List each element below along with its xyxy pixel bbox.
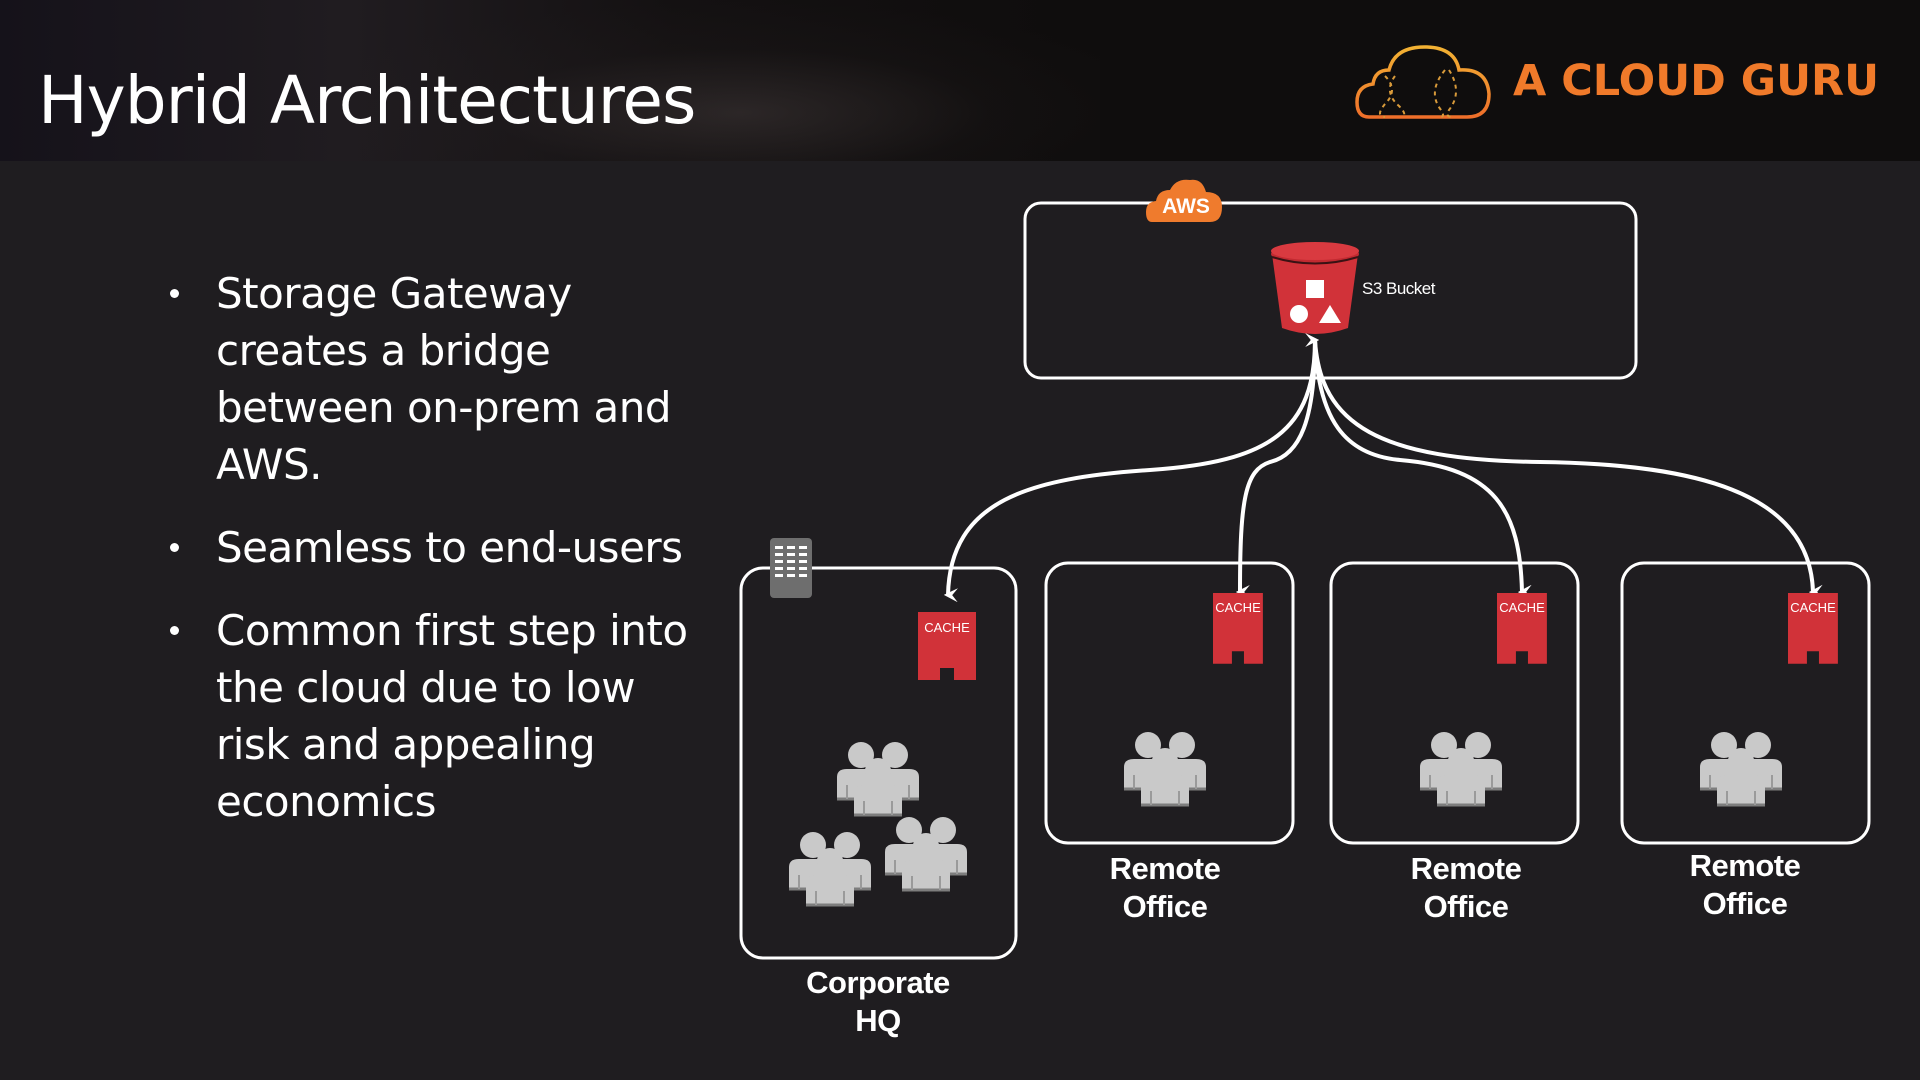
cache-icon: CACHE (918, 612, 976, 680)
s3-bucket-label: S3 Bucket (1362, 279, 1436, 298)
bullet-item: Seamless to end-users (160, 519, 720, 576)
presenter-video-background (300, 0, 1100, 161)
cache-label: CACHE (924, 620, 970, 635)
slide-title: Hybrid Architectures (38, 62, 696, 139)
connection-arrows (943, 332, 1824, 603)
people-group-icon (1124, 732, 1206, 805)
cache-icon: CACHE (1213, 593, 1263, 664)
site-label-line1: Remote (1109, 851, 1221, 886)
site-label-line2: Office (1122, 889, 1208, 924)
remote-office-box (1620, 561, 1871, 845)
bullet-item: Common first step into the cloud due to … (160, 602, 720, 830)
people-group-icon (1700, 732, 1782, 805)
arrow-to-corporate-hq (943, 332, 1320, 603)
cache-icon: CACHE (1497, 593, 1547, 664)
site-label-line1: Remote (1410, 851, 1522, 886)
arrow-to-remote-office-3 (1313, 339, 1824, 599)
bullet-dot-icon (170, 626, 179, 635)
building-icon (770, 538, 812, 598)
remote-office-label: Remote Office (1640, 847, 1850, 923)
site-label-line2: Office (1702, 886, 1788, 921)
remote-office-box (1329, 561, 1580, 845)
site-label-line2: HQ (855, 1003, 901, 1038)
bullet-item: Storage Gateway creates a bridge between… (160, 265, 720, 493)
arrow-to-remote-office-2 (1313, 339, 1532, 599)
brand-name: A CLOUD GURU (1513, 56, 1880, 106)
site-label-line1: Corporate (806, 965, 950, 1000)
bullet-text: Common first step into the cloud due to … (216, 606, 688, 826)
corporate-hq-box (739, 566, 1018, 960)
aws-badge-label: AWS (1162, 195, 1210, 218)
site-label-line2: Office (1423, 889, 1509, 924)
people-group-icon (1420, 732, 1502, 805)
bullet-text: Seamless to end-users (216, 523, 683, 572)
arrow-to-remote-office-1 (1235, 339, 1317, 600)
remote-office-label: Remote Office (1060, 850, 1270, 926)
remote-office-box (1044, 561, 1295, 845)
cache-icon: CACHE (1788, 593, 1838, 664)
bullet-dot-icon (170, 543, 179, 552)
aws-cloud-container (1023, 201, 1638, 380)
header-band (0, 0, 1920, 161)
people-group-large-icon (789, 742, 967, 905)
brand-logo: A CLOUD GURU (1355, 40, 1879, 130)
cache-label: CACHE (1790, 600, 1836, 615)
corporate-hq-label: Corporate HQ (768, 964, 988, 1040)
bullet-list: Storage Gateway creates a bridge between… (160, 265, 720, 856)
bullet-text: Storage Gateway creates a bridge between… (216, 269, 672, 489)
cloud-logo-icon (1355, 45, 1491, 119)
cache-label: CACHE (1499, 600, 1545, 615)
site-label-line1: Remote (1689, 848, 1801, 883)
remote-office-label: Remote Office (1361, 850, 1571, 926)
s3-bucket-icon (1271, 242, 1359, 334)
aws-badge-icon (1146, 179, 1222, 222)
bullet-dot-icon (170, 289, 179, 298)
cache-label: CACHE (1215, 600, 1261, 615)
